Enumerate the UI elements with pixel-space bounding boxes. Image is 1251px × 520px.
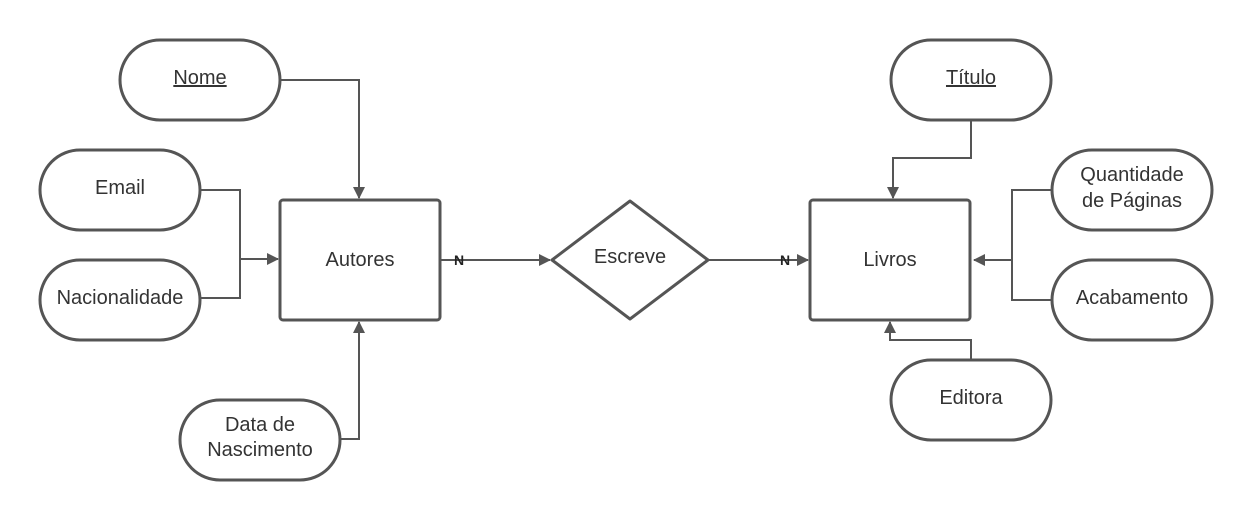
attribute-nacionalidade-label: Nacionalidade [57, 287, 184, 309]
attribute-data-nascimento[interactable]: Data de Nascimento [178, 398, 342, 482]
connector-titulo-livros [887, 120, 972, 199]
attribute-quantidade-paginas-line2: de Páginas [1082, 190, 1182, 212]
attribute-nome[interactable]: Nome [118, 38, 282, 122]
attribute-nome-label: Nome [173, 67, 226, 89]
connector-email-autores [200, 189, 241, 259]
attribute-email[interactable]: Email [38, 148, 202, 232]
connector-quantidade-livros [1011, 189, 1052, 260]
attribute-quantidade-paginas-line1: Quantidade [1080, 164, 1183, 186]
attribute-titulo-label: Título [946, 67, 996, 89]
attribute-email-label: Email [95, 177, 145, 199]
entity-autores-label: Autores [326, 249, 395, 271]
connectors [200, 79, 1052, 440]
entity-autores[interactable]: Autores [278, 198, 442, 322]
attribute-data-nascimento-line2: Nascimento [207, 439, 313, 461]
entity-livros-label: Livros [863, 249, 916, 271]
cardinality-autores: N [454, 252, 464, 268]
attribute-data-nascimento-line1: Data de [225, 414, 295, 436]
attribute-acabamento-label: Acabamento [1076, 287, 1188, 309]
connector-nacionalidade-autores [200, 253, 279, 299]
attribute-editora[interactable]: Editora [889, 358, 1053, 442]
attribute-titulo[interactable]: Título [889, 38, 1053, 122]
connector-data-nascimento-autores [339, 321, 365, 440]
connector-acabamento-livros [973, 254, 1052, 301]
attribute-acabamento[interactable]: Acabamento [1050, 258, 1214, 342]
attribute-editora-label: Editora [939, 387, 1003, 409]
entity-livros[interactable]: Livros [808, 198, 972, 322]
attribute-nacionalidade[interactable]: Nacionalidade [38, 258, 202, 342]
connector-editora-livros [884, 321, 972, 360]
relationship-escreve-label: Escreve [594, 246, 666, 268]
connector-nome-autores [280, 79, 365, 199]
cardinality-livros: N [780, 252, 790, 268]
attribute-quantidade-paginas[interactable]: Quantidade de Páginas [1050, 148, 1214, 232]
relationship-escreve[interactable]: Escreve [550, 199, 710, 321]
